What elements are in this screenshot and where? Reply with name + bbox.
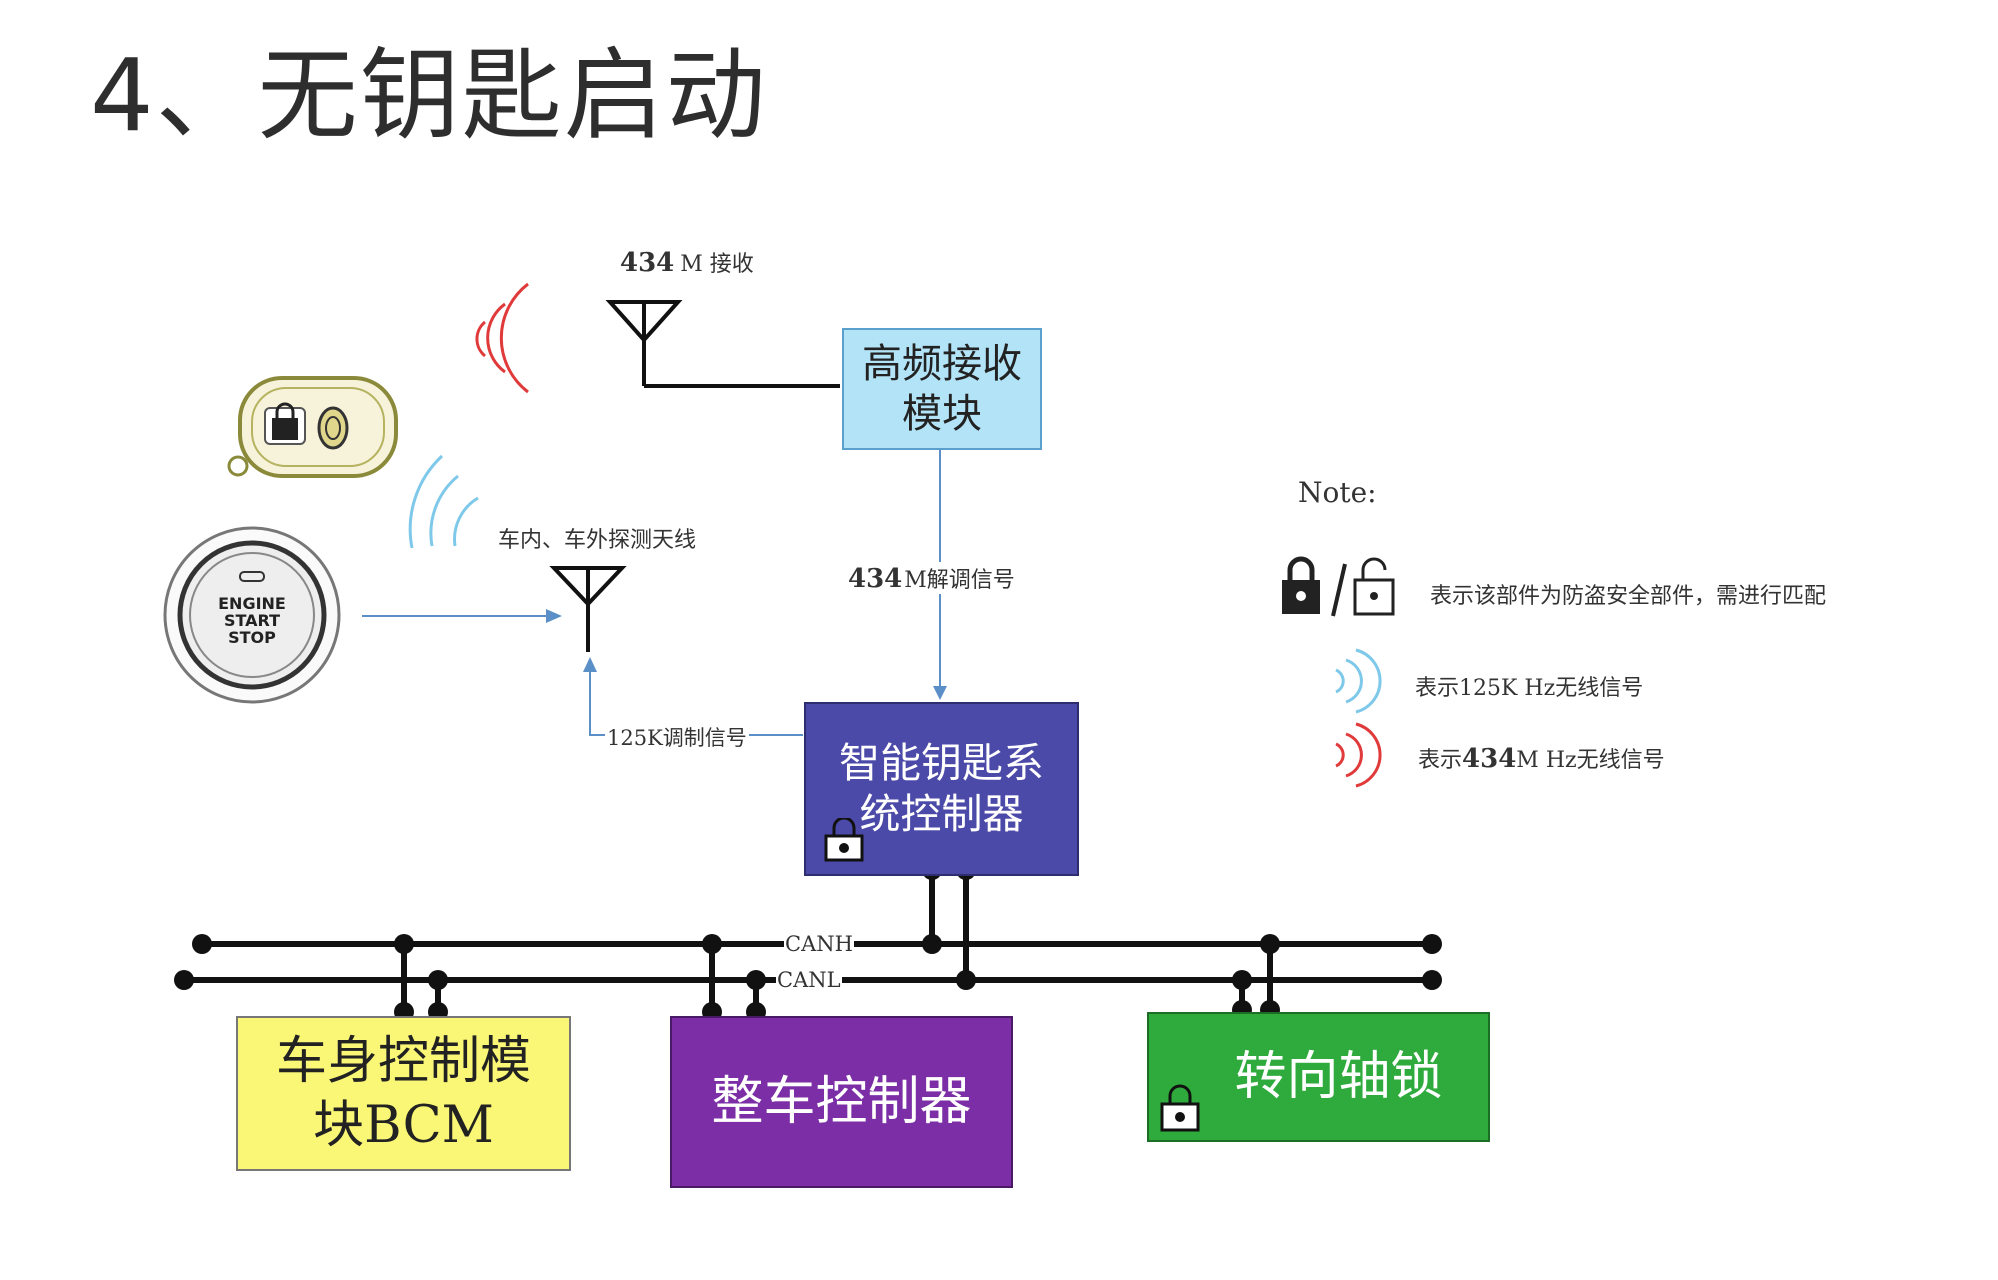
link-125k-label: 125K调制信号: [605, 722, 749, 752]
canh-label: CANH: [784, 932, 854, 956]
steering-lock-module: 转向轴锁: [1147, 1012, 1490, 1142]
arrow-button-to-antenna: [362, 609, 562, 623]
legend-note: Note:: [1298, 476, 1377, 509]
link-434-demod-label: 434M解调信号: [848, 562, 1015, 594]
arrow-125k-head: [583, 657, 597, 672]
antenna-434-icon: [605, 300, 683, 386]
hf-module-line1: 高频接收: [862, 341, 1022, 387]
engine-button-label: ENGINE START STOP: [212, 595, 292, 646]
start-label: START: [223, 611, 281, 630]
ecu-line2: 统控制器: [859, 790, 1024, 838]
arrow-434-head: [933, 686, 947, 700]
bcm-line1: 车身控制模: [275, 1031, 531, 1091]
engine-label: ENGINE: [218, 594, 286, 613]
legend-wave-125k-icon: [1335, 648, 1382, 714]
stop-label: STOP: [228, 628, 276, 647]
demod-num: 434: [848, 564, 903, 594]
antenna-detect-label: 车内、车外探测天线: [498, 528, 697, 553]
canl-label: CANL: [776, 968, 842, 992]
vcu-module: 整车控制器: [670, 1016, 1013, 1188]
legend-434-suffix: M Hz无线信号: [1516, 748, 1665, 773]
steering-lock-icon: [1160, 1084, 1200, 1132]
hf-receive-module: 高频接收 模块: [842, 328, 1042, 450]
legend-434-desc: 表示434M Hz无线信号: [1418, 742, 1665, 774]
key-fob-icon: [227, 376, 398, 478]
legend-125k-desc: 表示125K Hz无线信号: [1415, 676, 1644, 701]
hf-module-line2: 模块: [902, 391, 982, 437]
ecu-line1: 智能钥匙系: [839, 738, 1044, 787]
legend-lock-desc: 表示该部件为防盗安全部件，需进行匹配: [1430, 584, 1827, 609]
page-title: 4、无钥匙启动: [90, 37, 768, 154]
antenna-434-text: M 接收: [680, 252, 754, 277]
vcu-label: 整车控制器: [711, 1071, 972, 1132]
wave-434-icon: [475, 282, 529, 394]
demod-text: M解调信号: [904, 568, 1015, 593]
legend-434-num: 434: [1462, 744, 1517, 774]
legend-lock-icon: [1282, 556, 1395, 617]
legend-wave-434-icon: [1335, 722, 1382, 788]
engine-start-stop-button-icon: [163, 526, 341, 704]
wave-125k-icon: [408, 454, 479, 549]
bcm-module: 车身控制模 块BCM: [236, 1016, 571, 1171]
bcm-line2: 块BCM: [313, 1095, 494, 1155]
legend-434-prefix: 表示: [1418, 748, 1463, 773]
antenna-434-num: 434: [620, 248, 675, 278]
steering-lock-label: 转向轴锁: [1234, 1046, 1443, 1107]
antenna-detect-icon: [549, 566, 627, 652]
ecu-lock-icon: [824, 818, 864, 862]
